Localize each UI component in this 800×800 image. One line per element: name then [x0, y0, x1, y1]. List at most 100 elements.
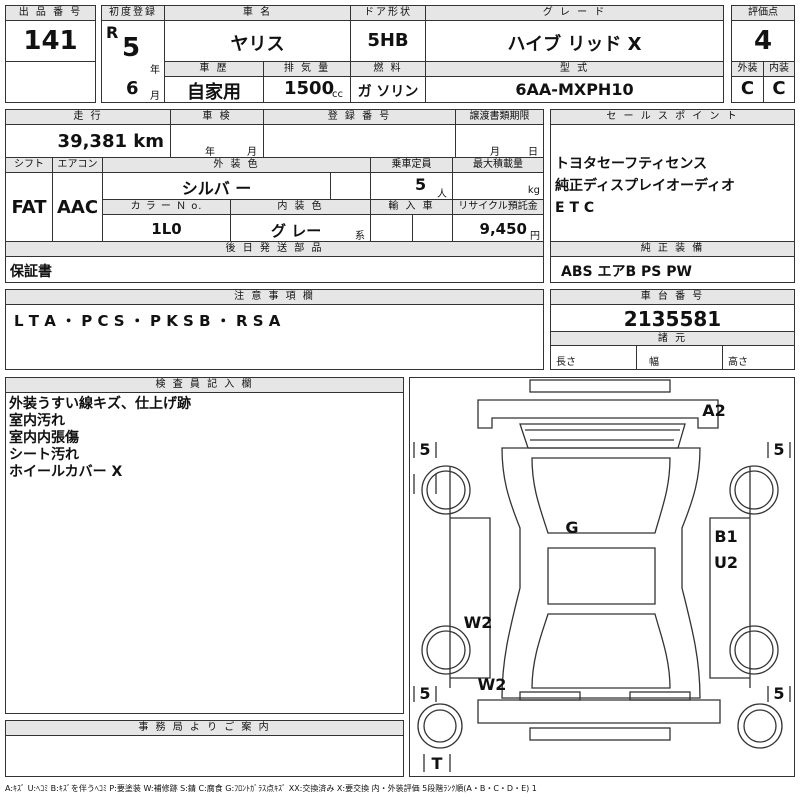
later-parts-header: 後 日 発 送 部 品 — [5, 241, 544, 257]
history: 自家用 — [187, 82, 241, 103]
genuine-header: 純 正 装 備 — [550, 241, 795, 257]
right-side-shape — [709, 517, 750, 679]
int-color-cell: グ レー 系 — [230, 214, 371, 242]
front-panel-shape — [477, 399, 719, 429]
grade-cell: ハイブ リッド X — [425, 20, 724, 62]
color-no-cell: 1L0 — [102, 214, 231, 242]
door-cell: 5HB — [350, 20, 426, 62]
recycle-amount: 9,450 — [479, 220, 527, 238]
rear-right-wheel-shape — [729, 625, 779, 675]
windshield-shape — [531, 457, 671, 534]
rear-glass-shape — [531, 613, 671, 689]
first-reg-cell: R 5 年 6 月 — [101, 20, 165, 103]
ext-color-cell: シルバ ー — [102, 172, 331, 200]
aircon-cell: AAC — [52, 172, 103, 242]
rear-panel-shape — [477, 699, 721, 724]
model-header: 型 式 — [425, 61, 724, 77]
model-cell: 6AA-MXPH10 — [425, 76, 724, 103]
capacity: 5 — [415, 175, 427, 194]
inspector-cell: 外装うすい線キズ、仕上げ跡 室内汚れ 室内内張傷 シート汚れ ホイールカバー X — [5, 392, 404, 714]
reg-no-cell — [263, 124, 456, 158]
int-color-unit: 系 — [355, 231, 365, 242]
front-bumper-shape — [529, 379, 671, 393]
history-header: 車 歴 — [164, 61, 264, 77]
front-right-wheel-shape — [729, 465, 779, 515]
import-cell-a — [370, 214, 413, 242]
sales-point-item: トヨタセーフティセンス — [555, 156, 708, 172]
cautions-header: 注 意 事 項 欄 — [5, 289, 544, 305]
mileage-cell: 39,381 km — [5, 124, 171, 158]
cautions-cell: L T A ・ P C S ・ P K S B ・ R S A — [5, 304, 544, 370]
mark-w2-upper: W2 — [464, 613, 493, 632]
capacity-header: 乗車定員 — [370, 157, 453, 173]
shift-cell: FAT — [5, 172, 53, 242]
interior-grade: C — [772, 78, 786, 99]
sales-point-item: E T C — [555, 200, 595, 216]
car-name: ヤリス — [230, 34, 285, 55]
import-header: 輸 入 車 — [370, 199, 453, 215]
sales-point-header: セ ー ル ス ポ イ ン ト — [550, 109, 795, 125]
sales-point-list: トヨタセーフティセンス 純正ディスプレイオーディオ E T C — [555, 153, 735, 219]
chassis-cell: 2135581 — [550, 304, 795, 332]
score: 4 — [753, 26, 773, 56]
body-outline-shape — [501, 447, 701, 699]
height-cell: 高さ — [722, 345, 795, 370]
tire-depth-front-right: 5 — [773, 440, 784, 459]
spare-tire-mark: T — [432, 754, 443, 773]
mark-g: G — [565, 518, 578, 537]
mark-a2: A2 — [702, 401, 726, 420]
shift: FAT — [11, 197, 47, 218]
tire-depth-front-left: 5 — [419, 440, 430, 459]
tire-depth-rear-right: 5 — [773, 684, 784, 703]
front-left-wheel-shape — [421, 465, 471, 515]
max-load-cell: kg — [452, 172, 544, 200]
lot-number: 141 — [23, 26, 78, 56]
inspector-note: 室内汚れ — [9, 413, 65, 429]
capacity-cell: 5 人 — [370, 172, 453, 200]
door-header: ドア形状 — [350, 5, 426, 21]
office-header: 事 務 局 よ り ご 案 内 — [5, 720, 404, 736]
roof-shape — [547, 547, 656, 605]
legend: A:ｷｽﾞ U:ﾍｺﾐ B:ｷｽﾞを伴うﾍｺﾐ P:要塗装 W:補修跡 S:錆 … — [5, 784, 537, 793]
max-load-unit: kg — [527, 185, 540, 196]
displacement-header: 排 気 量 — [263, 61, 351, 77]
era-label: R — [106, 23, 119, 42]
car-name-cell: ヤリス — [164, 20, 351, 62]
inspector-note: ホイールカバー X — [9, 464, 123, 480]
aircon-header: エアコン — [52, 157, 103, 173]
exterior-cell: C — [731, 76, 764, 103]
mark-u2: U2 — [714, 553, 738, 572]
reg-month: 6 — [126, 78, 139, 99]
fuel-cell: ガ ソリン — [350, 76, 426, 103]
import-cell-b — [412, 214, 453, 242]
height-label: 高さ — [728, 357, 748, 368]
later-parts: 保証書 — [10, 264, 52, 280]
dims-header: 諸 元 — [550, 331, 795, 346]
sales-point-item: 純正ディスプレイオーディオ — [555, 178, 736, 194]
car-diagram-panel: A2 G B1 U2 W2 W2 5 5 5 5 T — [409, 377, 795, 777]
displacement: 1500 — [284, 78, 335, 99]
exterior-header: 外装 — [731, 61, 764, 77]
genuine-equipment: ABS エアB PS PW — [561, 264, 692, 280]
inspector-notes: 外装うすい線キズ、仕上げ跡 室内汚れ 室内内張傷 シート汚れ ホイールカバー X — [9, 396, 191, 481]
later-parts-cell: 保証書 — [5, 256, 544, 283]
width-cell: 幅 — [636, 345, 723, 370]
inspection-header: 車 検 — [170, 109, 264, 125]
displacement-unit: cc — [332, 89, 343, 100]
grade: ハイブ リッド X — [507, 34, 642, 55]
color-no: 1L0 — [151, 220, 182, 238]
aircon: AAC — [56, 197, 99, 218]
lot-no-cell: 141 — [5, 20, 96, 62]
reg-year-unit: 年 — [150, 65, 160, 76]
inspection-cell: 年 月 — [170, 124, 264, 158]
door-type: 5HB — [367, 30, 409, 51]
transfer-cell: 月 日 — [455, 124, 544, 158]
score-header: 評価点 — [731, 5, 795, 21]
lot-no-header: 出 品 番 号 — [5, 5, 96, 21]
reg-month-unit: 月 — [150, 91, 160, 102]
recycle-unit: 円 — [530, 231, 540, 242]
cautions: L T A ・ P C S ・ P K S B ・ R S A — [14, 312, 281, 330]
inspector-note: 室内内張傷 — [9, 430, 79, 446]
int-color-header: 内 装 色 — [230, 199, 371, 215]
reg-no-header: 登 録 番 号 — [263, 109, 456, 125]
